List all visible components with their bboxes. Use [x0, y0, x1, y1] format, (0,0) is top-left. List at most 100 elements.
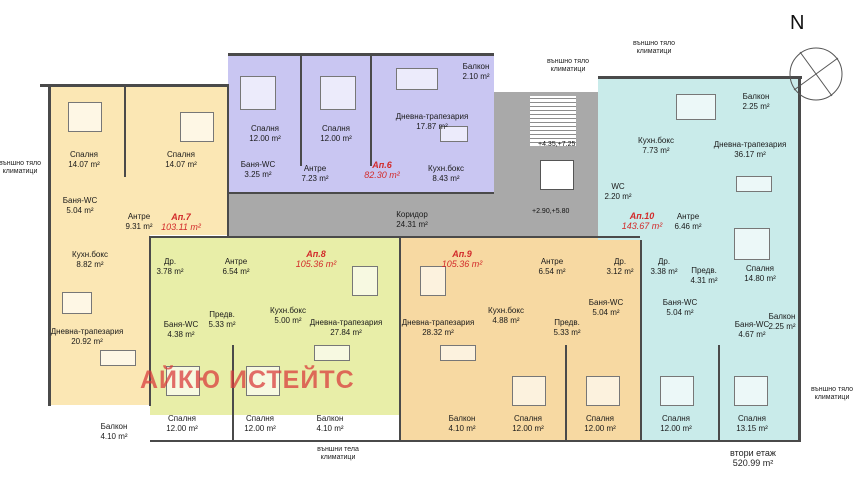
room-area: 14.80 m²: [744, 274, 776, 283]
room-area: 3.12 m²: [606, 267, 634, 276]
sofa-a7: [100, 350, 136, 366]
room-area: 5.04 m²: [66, 206, 94, 215]
room-name: Кухн.бокс: [638, 136, 674, 145]
room-name: Баня-WC: [163, 320, 199, 329]
room-name: Спалня: [746, 264, 774, 273]
bed-a10-2: [660, 376, 694, 406]
room-area: 5.33 m²: [208, 320, 236, 329]
room-area: 5.33 m²: [553, 328, 581, 337]
outer-wall-top-a6: [228, 53, 494, 56]
corridor-name: Коридор: [396, 210, 428, 219]
room-name: Дневна-трапезария: [713, 140, 787, 149]
room-name: Дневна-трапезария: [395, 112, 469, 121]
corridor-area: 24.31 m²: [396, 220, 428, 229]
sofa-a6: [440, 126, 468, 142]
room-name: Спалня: [662, 414, 690, 423]
floor-area: 520.99 m²: [732, 458, 774, 468]
dining-table-a8: [352, 266, 378, 296]
watermark-text: АЙКЮ ИСТЕЙТС: [140, 366, 355, 394]
wall-a8-divider: [232, 345, 234, 440]
apartment-10-name: Ап.10: [629, 211, 655, 221]
room-area: 9.31 m²: [125, 222, 153, 231]
room-area: 8.43 m²: [432, 174, 460, 183]
elevator-shaft: [540, 160, 574, 190]
room-area: 12.00 m²: [584, 424, 616, 433]
ac-units-note-bottom: външни тела климатици: [317, 446, 359, 461]
floor-info: втори етаж 520.99 m²: [730, 448, 776, 468]
room-name: Предв.: [691, 266, 717, 275]
sofa-a9: [440, 345, 476, 361]
elevator-level-mark: +2.90,+5.80: [532, 208, 570, 215]
bed-a8-1: [166, 366, 200, 396]
apartment-7-area: 103.11 m²: [161, 222, 201, 232]
outer-wall-right: [798, 76, 801, 442]
room-area: 4.10 m²: [448, 424, 476, 433]
room-area: 2.25 m²: [768, 322, 796, 331]
dining-table-a9: [420, 266, 446, 296]
room-name: Балкон: [316, 414, 344, 423]
bed-a10-1: [734, 228, 770, 260]
apartment-9-area: 105.36 m²: [441, 259, 483, 269]
outer-wall-top-a10: [598, 76, 802, 79]
wall-a6-divider-1: [300, 56, 302, 166]
wall-corridor-bottom: [150, 236, 640, 238]
bed-a8-2: [246, 366, 280, 396]
room-area: 12.00 m²: [166, 424, 198, 433]
room-name: Баня-WC: [240, 160, 276, 169]
wall-a7-divider: [124, 87, 126, 177]
room-area: 5.00 m²: [274, 316, 302, 325]
room-a10-prehall: Предв.4.31 m²: [690, 266, 717, 286]
room-name: Спалня: [251, 124, 279, 133]
ac-units-note-right: външно тяло климатици: [810, 386, 854, 401]
bed-a6-2: [320, 76, 356, 110]
room-name: Баня-WC: [588, 298, 624, 307]
room-area: 6.46 m²: [674, 222, 702, 231]
wall-a7-a8: [149, 236, 151, 406]
room-area: 5.04 m²: [666, 308, 694, 317]
room-name: Балкон: [742, 92, 770, 101]
bed-a9-1: [512, 376, 546, 406]
room-area: 4.10 m²: [100, 432, 128, 441]
room-area: 7.23 m²: [301, 174, 329, 183]
room-a8-storage: Др.3.78 m²: [156, 257, 183, 277]
room-area: 3.25 m²: [244, 170, 272, 179]
compass-icon: [789, 47, 843, 101]
apartment-10-zone-lower[interactable]: [640, 240, 800, 442]
outer-wall-bottom: [150, 440, 800, 442]
room-area: 7.73 m²: [642, 146, 670, 155]
room-a8-prehall: Предв.5.33 m²: [208, 310, 235, 330]
room-area: 5.04 m²: [592, 308, 620, 317]
room-name: Кухн.бокс: [72, 250, 108, 259]
room-area: 8.82 m²: [76, 260, 104, 269]
room-area: 4.88 m²: [492, 316, 520, 325]
outer-wall-top-a7: [40, 84, 228, 87]
room-area: 12.00 m²: [244, 424, 276, 433]
apartment-7-zone-lower[interactable]: [50, 235, 150, 405]
room-name: Антре: [303, 164, 327, 173]
room-name: Балкон: [448, 414, 476, 423]
dining-table-a10: [676, 94, 716, 120]
bed-a7-1: [68, 102, 102, 132]
room-a10-storage: Др.3.38 m²: [650, 257, 677, 277]
